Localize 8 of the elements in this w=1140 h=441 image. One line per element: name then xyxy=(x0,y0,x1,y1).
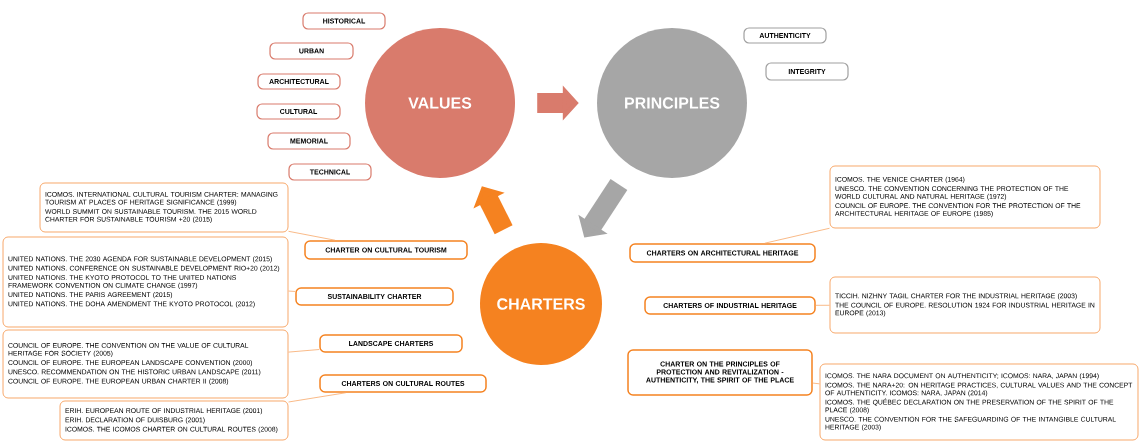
leader-line xyxy=(288,349,320,353)
leader-line xyxy=(812,382,820,385)
leader-line xyxy=(815,304,830,306)
leader-line xyxy=(764,227,830,244)
leader-line xyxy=(288,392,347,403)
leader-line xyxy=(288,230,336,241)
leader-line xyxy=(288,290,296,292)
block-arrow xyxy=(473,186,513,235)
